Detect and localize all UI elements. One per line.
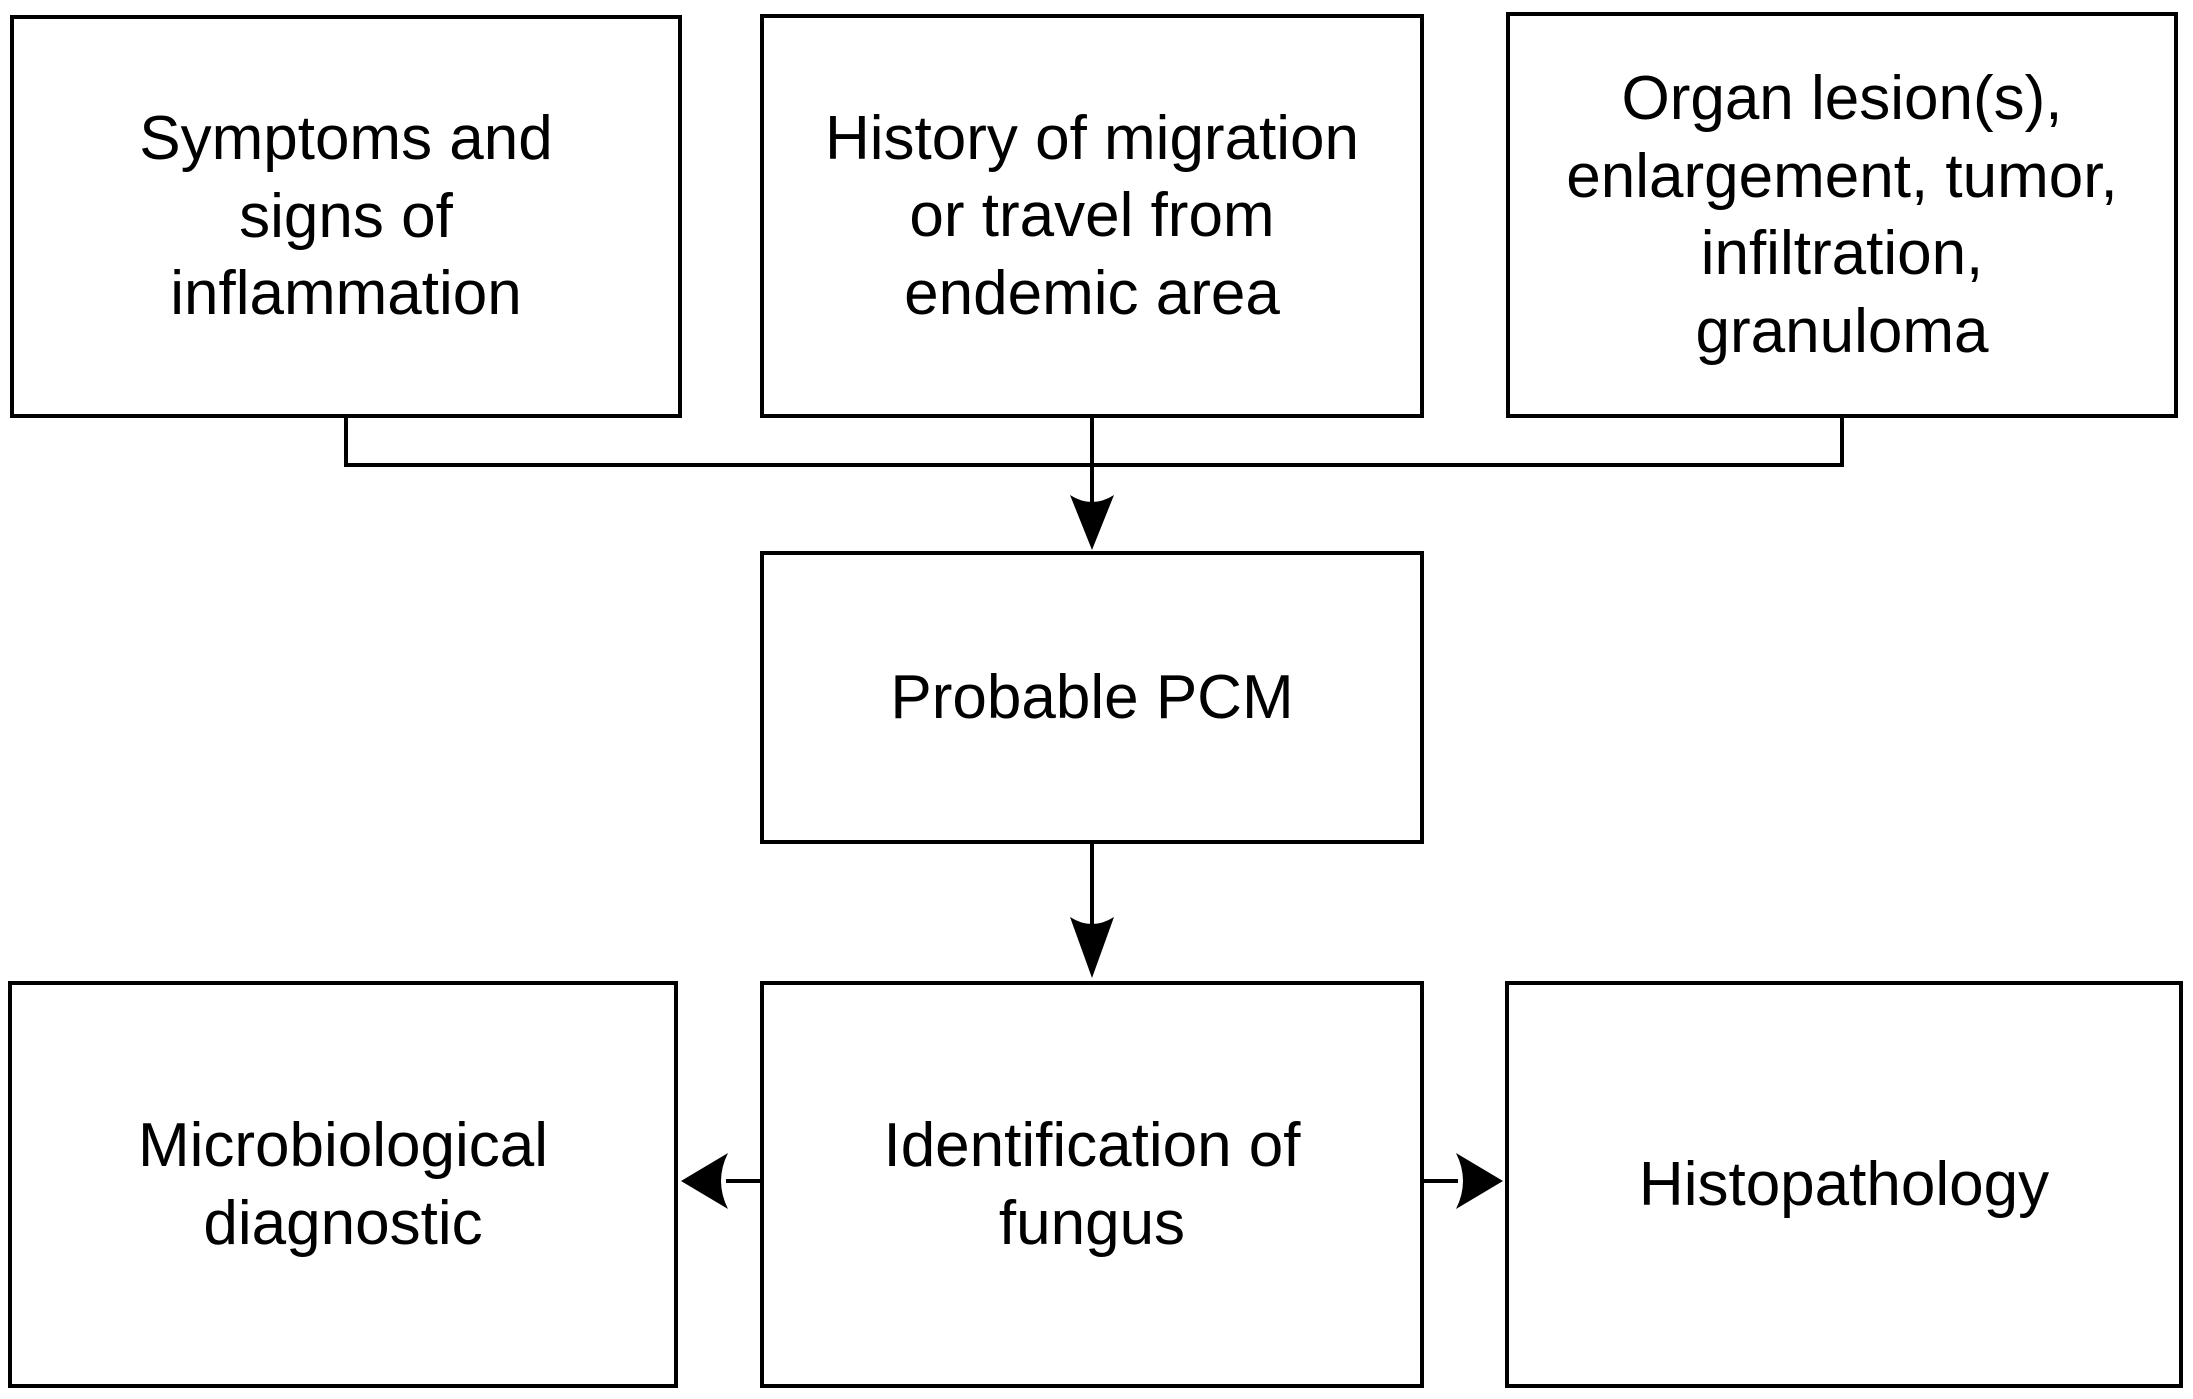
node-microbiological-diagnostic: Microbiological diagnostic xyxy=(8,981,678,1388)
arrowhead-left-microbiological-icon xyxy=(681,1153,728,1209)
node-history-migration: History of migration or travel from ende… xyxy=(760,14,1424,418)
node-organ-label: Organ lesion(s), enlargement, tumor, inf… xyxy=(1566,64,2118,366)
node-symptoms-inflammation: Symptoms and signs of inflammation xyxy=(10,15,682,418)
node-microbiological-label: Microbiological diagnostic xyxy=(137,1111,549,1258)
node-history-label: History of migration or travel from ende… xyxy=(824,103,1360,328)
node-symptoms-label: Symptoms and signs of inflammation xyxy=(139,104,553,329)
node-histopathology: Histopathology xyxy=(1505,981,2183,1388)
arrowhead-right-histopathology-icon xyxy=(1456,1153,1503,1209)
node-identification-of-fungus: Identification of fungus xyxy=(760,981,1424,1388)
node-histopathology-label: Histopathology xyxy=(1638,1149,2050,1219)
arrowhead-down-identification-icon xyxy=(1070,917,1114,978)
node-organ-lesions: Organ lesion(s), enlargement, tumor, inf… xyxy=(1506,12,2178,418)
node-identification-label: Identification of fungus xyxy=(883,1111,1301,1258)
node-probable-pcm: Probable PCM xyxy=(760,551,1424,844)
node-probable-pcm-label: Probable PCM xyxy=(890,662,1294,732)
arrowhead-down-probable-icon xyxy=(1070,495,1114,550)
